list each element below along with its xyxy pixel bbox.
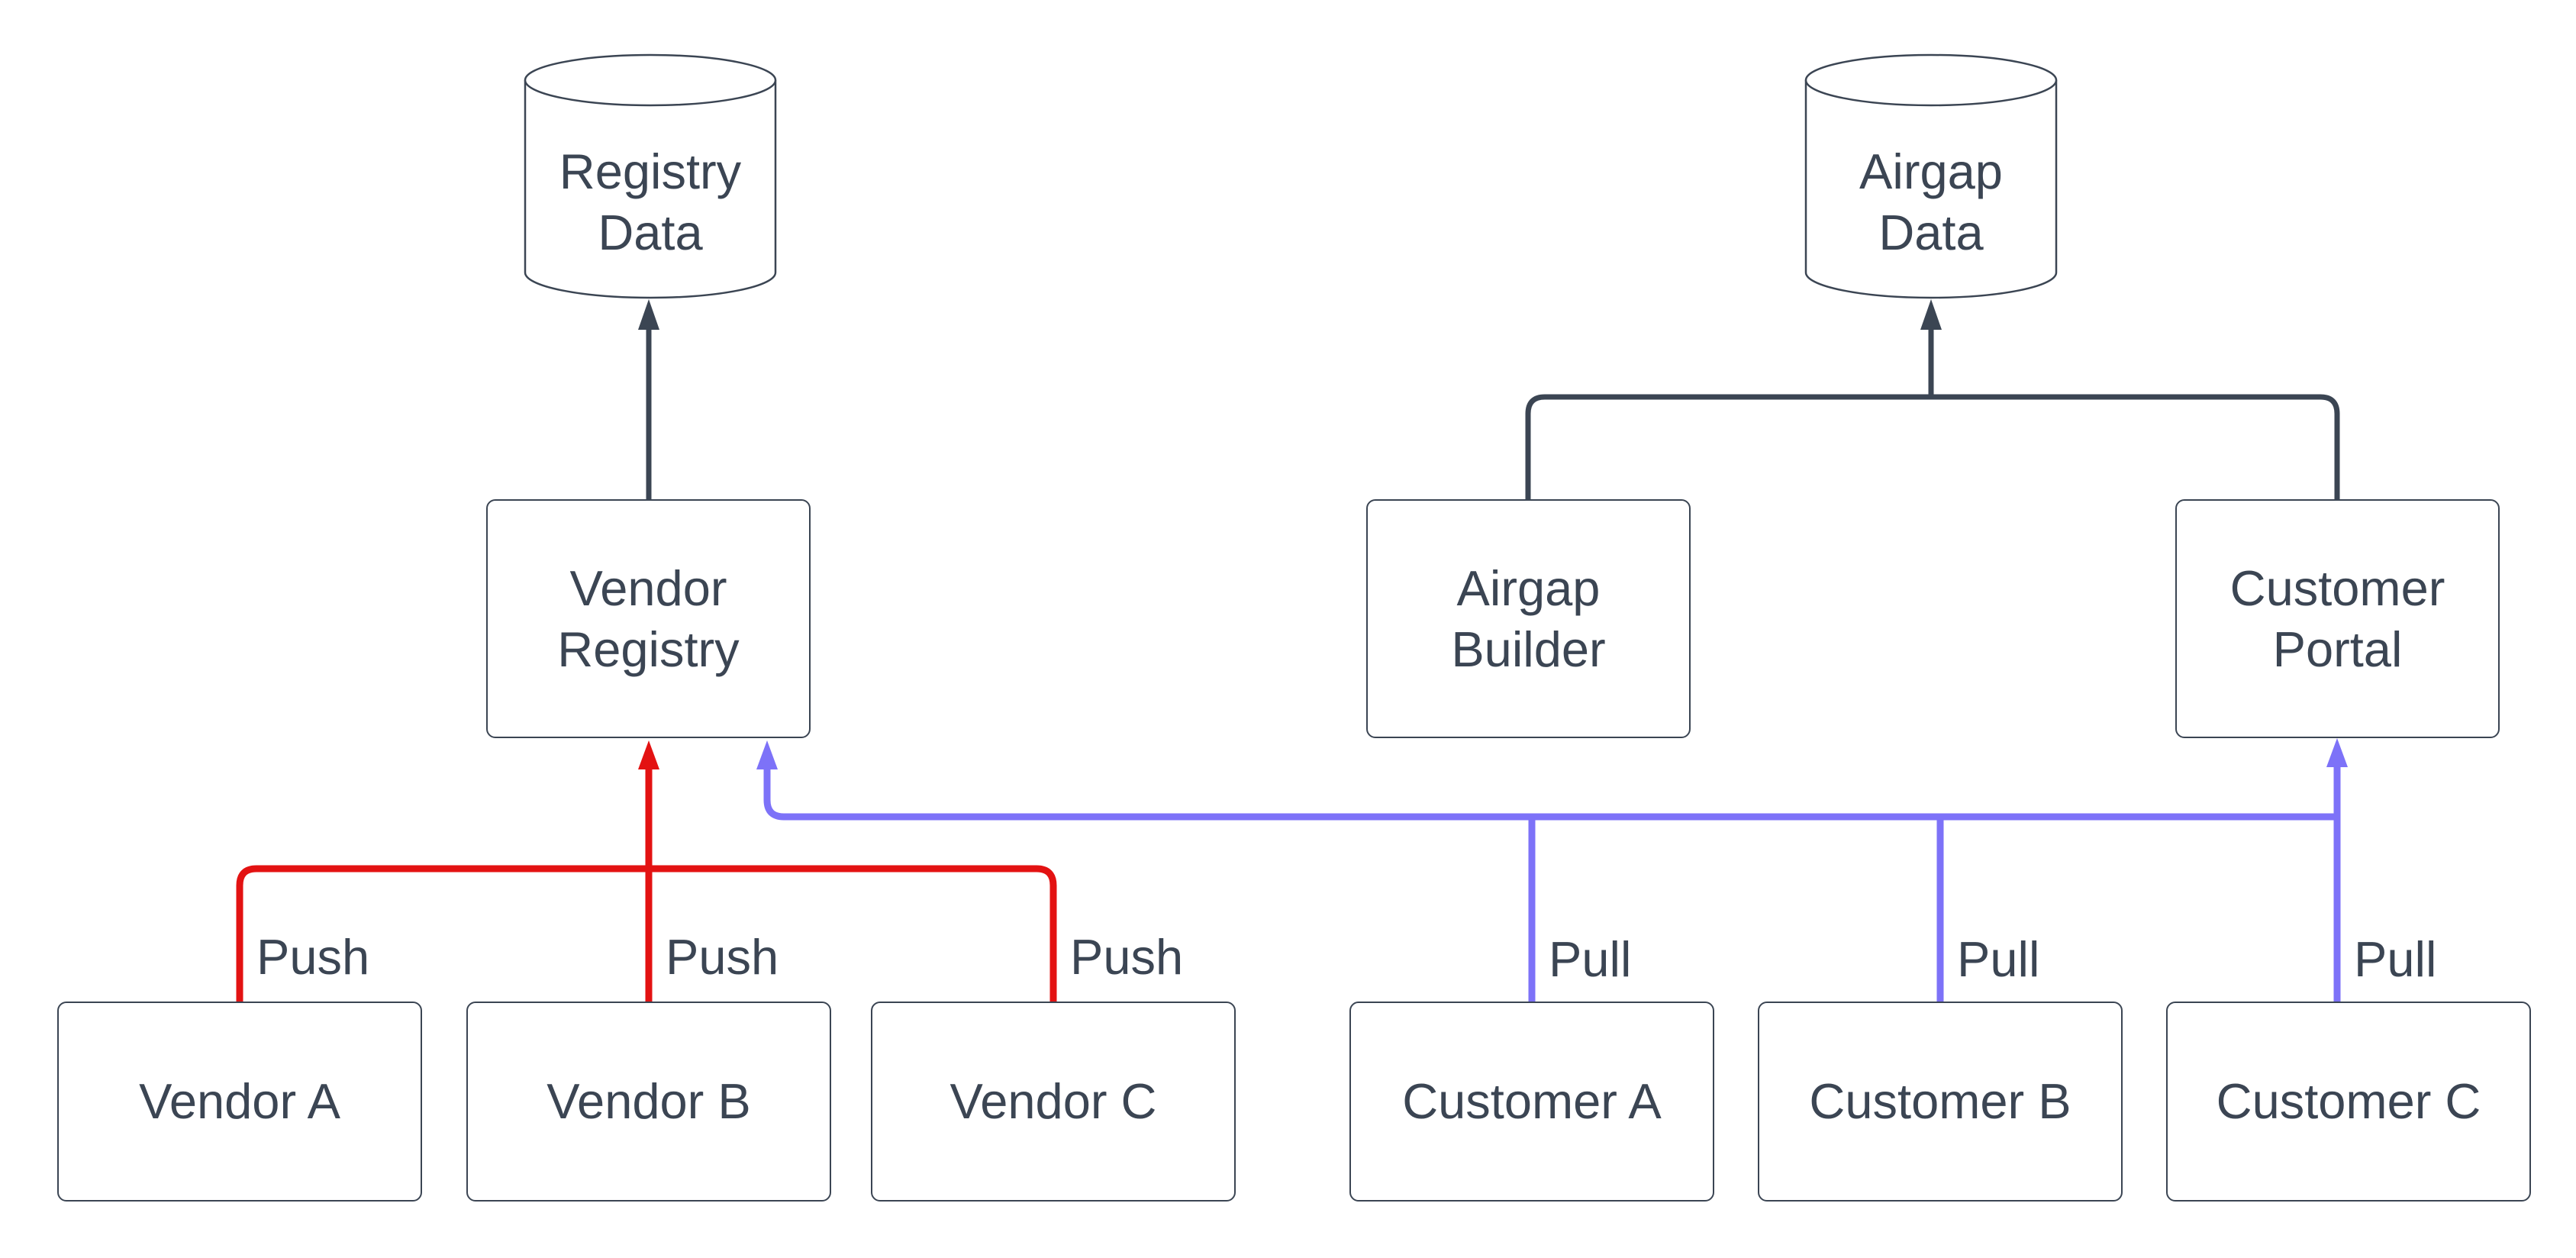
node-customer-portal: Customer Portal [2175, 499, 2500, 738]
edge-label-push-vendor-a: Push [256, 928, 370, 985]
node-label-line: Builder [1451, 621, 1606, 677]
edge-label-push-vendor-c: Push [1070, 928, 1184, 985]
edge-label-push-vendor-b: Push [666, 928, 779, 985]
edge-label-pull-customer-c: Pull [2354, 931, 2437, 987]
edge-label-pull-customer-a: Pull [1549, 931, 1632, 987]
node-label-line: Portal [2272, 621, 2403, 677]
node-label-line: Vendor B [546, 1073, 751, 1129]
arrowhead-push-vendor-registry-icon [638, 740, 659, 769]
arrowhead-pull-customer-portal-icon [2326, 738, 2348, 767]
airgap-data-cylinder-top [1804, 53, 2058, 107]
node-vendor-b: Vendor B [466, 1002, 831, 1202]
edge-push-vendor-c [649, 865, 1057, 1002]
node-label-line: Vendor C [949, 1073, 1157, 1129]
airgap-data-cylinder-body [1804, 80, 2058, 299]
node-label-line: Registry [557, 621, 740, 677]
arrowhead-registry-data-icon [638, 299, 659, 330]
arrowhead-pull-vendor-registry-icon [756, 740, 778, 769]
node-label-line: Vendor [569, 560, 727, 616]
node-label-line: Customer C [2216, 1073, 2481, 1129]
node-airgap-builder: Airgap Builder [1366, 499, 1691, 738]
node-label-line: Customer A [1402, 1073, 1662, 1129]
node-customer-b: Customer B [1758, 1002, 2123, 1202]
edge-pull-bus [763, 768, 2337, 821]
node-label-line: Vendor A [139, 1073, 340, 1129]
edge-airgap-bracket [1525, 394, 2340, 499]
node-customer-a: Customer A [1349, 1002, 1714, 1202]
node-label-line: Customer [2229, 560, 2445, 616]
registry-data-cylinder-body [524, 80, 777, 299]
node-label-line: Airgap [1456, 560, 1601, 616]
node-vendor-registry: Vendor Registry [486, 499, 811, 738]
edge-label-pull-customer-b: Pull [1957, 931, 2040, 987]
node-vendor-a: Vendor A [57, 1002, 422, 1202]
edge-push-vendor-a [236, 865, 649, 1002]
arrowhead-airgap-data-icon [1920, 299, 1942, 330]
node-label-line: Customer B [1809, 1073, 2071, 1129]
registry-data-cylinder-top [524, 53, 777, 107]
node-customer-c: Customer C [2166, 1002, 2531, 1202]
node-vendor-c: Vendor C [871, 1002, 1236, 1202]
